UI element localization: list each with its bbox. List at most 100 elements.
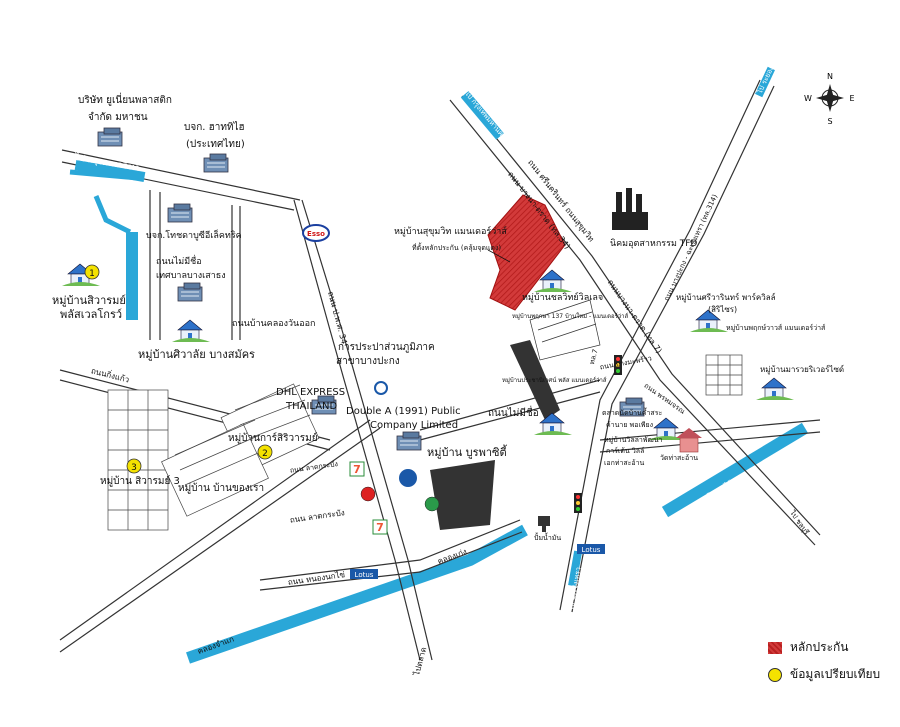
svg-text:E: E xyxy=(849,94,854,103)
label-village-burapha: หมู่บ้าน บูรพาซิตี้ xyxy=(427,444,508,459)
comparison-marker-2: 2 xyxy=(257,444,273,460)
label-dhl-1: DHL EXPRESS xyxy=(276,387,345,398)
label-company-toyota: บจก.โทชดาบูซีอีเล็คทริค xyxy=(146,228,242,241)
bank-logo xyxy=(399,469,417,487)
label-market-1: ตลาดนัดบ้านค้ำสระ xyxy=(602,406,662,417)
water-tank-icon xyxy=(538,516,550,532)
label-village-manorom: หมู่บ้านมารวยริเวอร์ไซด์ xyxy=(760,364,844,375)
label-village-pruksa: หมู่บ้านพฤกษา 137 บ้านใหม่ - แมนเดอร์ว่า… xyxy=(512,312,629,320)
map-legend: หลักประกัน ข้อมูลเปรียบเทียบ xyxy=(768,638,880,692)
svg-text:N: N xyxy=(827,72,833,81)
legend-collateral-swatch xyxy=(768,641,782,654)
label-village-banchongrao: หมู่บ้าน บ้านของเรา xyxy=(178,482,264,494)
label-company-hattori-2: (ประเทศไทย) xyxy=(186,138,245,150)
pea-logo xyxy=(374,381,388,395)
building-toyota-icon xyxy=(167,203,193,223)
house-extra-icon xyxy=(533,412,573,436)
village-block-banchongrao xyxy=(161,419,269,517)
label-road-to-chachoengsao: ไป ฉะเชิงเทรา xyxy=(566,566,583,612)
legend-row-collateral: หลักประกัน xyxy=(768,638,880,657)
village-block-manorom xyxy=(705,354,743,396)
label-village-siwalai: หมู่บ้านศิวาลัย บางสมัคร xyxy=(138,348,255,361)
label-road-nameless-2: ถนนไม่มีชื่อ xyxy=(488,405,539,419)
label-road-i7: ทล.7 xyxy=(588,348,600,365)
blue-road-label-right xyxy=(755,66,775,98)
label-village-prachaniwet: หมู่บ้านประชานิเวศน์ พลัส แมนเดอร์ว่าส์ xyxy=(502,376,607,384)
label-market-2: ค้านาย พอเพียง xyxy=(606,421,653,429)
village-block-burapha xyxy=(430,460,495,530)
factory-icon xyxy=(612,188,648,230)
seven-eleven-icon-2: 7 xyxy=(372,519,388,535)
label-temple: วัดท่าสะอ้าน xyxy=(660,454,698,462)
svg-text:2: 2 xyxy=(262,449,268,459)
label-road-king-kaeo: ถนนกิ่งแก้ว xyxy=(90,364,131,384)
label-village-siwarom3: หมู่บ้าน สิวารมย์ 3 xyxy=(100,475,180,487)
village-block-pruksa xyxy=(529,299,601,361)
label-municipality: เทศบาลบางเสาธง xyxy=(156,271,226,281)
comparison-marker-3: 3 xyxy=(126,458,142,474)
building-unique-icon xyxy=(97,127,123,147)
house-supamas-icon xyxy=(755,377,795,401)
label-village-sriwarin-2: (สิริไซร) xyxy=(708,305,737,314)
label-water-tank: ปั้มน้ำมัน xyxy=(534,531,561,542)
label-village-kamnan-2: การ์เด้น วิลล์ xyxy=(606,447,644,455)
canal-left-branch xyxy=(93,195,132,235)
label-village-sriwarin: หมู่บ้านศรีวารินทร์ พาร์ควิลล์ xyxy=(676,292,776,303)
bank-logo-2 xyxy=(424,496,440,512)
label-dhl-2: THAILAND xyxy=(285,401,338,412)
legend-row-comparison: ข้อมูลเปรียบเทียบ xyxy=(768,665,880,684)
label-collateral-note: ที่ตั้งหลักประกัน (คลุ้มจุดแดง) xyxy=(412,241,501,252)
esso-logo: Esso xyxy=(302,224,330,242)
label-road-nameless-1: ถนนไม่มีชื่อ xyxy=(156,254,202,267)
svg-text:S: S xyxy=(827,117,832,126)
building-municipality-icon xyxy=(177,282,203,302)
gas-station-logo xyxy=(360,486,376,502)
legend-comparison-swatch xyxy=(768,667,782,682)
lotus-store-1: Lotus xyxy=(350,569,378,579)
label-company-unique: บริษัท ยูเนี่ยนพลาสติก xyxy=(78,92,172,106)
comparison-marker-1: 1 xyxy=(84,264,100,280)
label-pea: การประปาส่วนภูมิภาค xyxy=(338,342,435,353)
svg-text:3: 3 xyxy=(131,463,137,473)
building-double-a-icon xyxy=(396,431,422,451)
house-siwalai-icon xyxy=(171,319,211,343)
label-village-supamas: หมู่บ้านพฤกษ์วาวส์ แมนเดอร์ว่าส์ xyxy=(726,324,826,332)
label-estate-tfd: นิคมอุตสาหกรรม TFD xyxy=(610,238,697,249)
svg-text:Lotus: Lotus xyxy=(355,571,374,579)
label-village-1: หมู่บ้านสิวารมย์ xyxy=(52,294,126,307)
label-road-khlong-wan-ok: ถนนบ้านคลองวันออก xyxy=(232,318,315,329)
collateral-parcel xyxy=(487,194,566,311)
label-road-lat-krabang-mid: ถนน ลาดกระบัง xyxy=(289,460,338,475)
label-double-a-2: Company Limited xyxy=(370,420,458,431)
traffic-light-icon-2 xyxy=(574,493,582,513)
legend-collateral-label: หลักประกัน xyxy=(790,640,849,654)
blue-road-label-bottom xyxy=(568,550,583,587)
legend-comparison-label: ข้อมูลเปรียบเทียบ xyxy=(790,667,881,681)
village-block-prachaniwet xyxy=(510,340,560,420)
temple-icon xyxy=(676,428,702,453)
label-village-1b: พลัสเวลโกรว์ xyxy=(60,307,122,321)
label-village-karnsiri: หมู่บ้านการ์สิริวารมย์ xyxy=(228,432,318,444)
label-road-bangmaphrao: ถนน บางมะพร้าว xyxy=(599,354,652,371)
label-road-to-bangkok: ไป กรุงเทพมหานคร xyxy=(462,88,508,140)
lotus-store-2: Lotus xyxy=(577,544,605,554)
traffic-light-icon xyxy=(614,355,622,375)
label-road-lat-krabang-left: ถนน ลาดกระบัง xyxy=(289,508,345,525)
label-pea-2: สาขาบางปะกง xyxy=(336,356,400,367)
svg-text:7: 7 xyxy=(353,463,361,476)
canal-khlong-bottom xyxy=(186,524,528,664)
blue-road-label-top-left xyxy=(74,159,146,183)
svg-text:1: 1 xyxy=(89,269,95,279)
label-temple-2: เอกท่าสะอ้าน xyxy=(604,459,645,467)
label-company-unique-2: จำกัด มหาชน xyxy=(88,112,148,123)
svg-text:7: 7 xyxy=(376,521,384,534)
svg-text:W: W xyxy=(804,94,812,103)
label-double-a-1: Double A (1991) Public xyxy=(346,406,461,417)
label-village-kamnan: หมู่บ้านวิลล่าพัฒนา xyxy=(604,436,663,444)
canal-khlong-right xyxy=(661,422,809,518)
building-hattori-icon xyxy=(203,153,229,173)
label-village-sukhumvit: หมู่บ้านสุขุมวิท แมนเดอร์ว่าส์ xyxy=(394,225,507,237)
seven-eleven-icon: 7 xyxy=(349,461,365,477)
label-road-to-market: ไปตลาด xyxy=(412,646,428,677)
svg-text:Esso: Esso xyxy=(307,230,325,238)
